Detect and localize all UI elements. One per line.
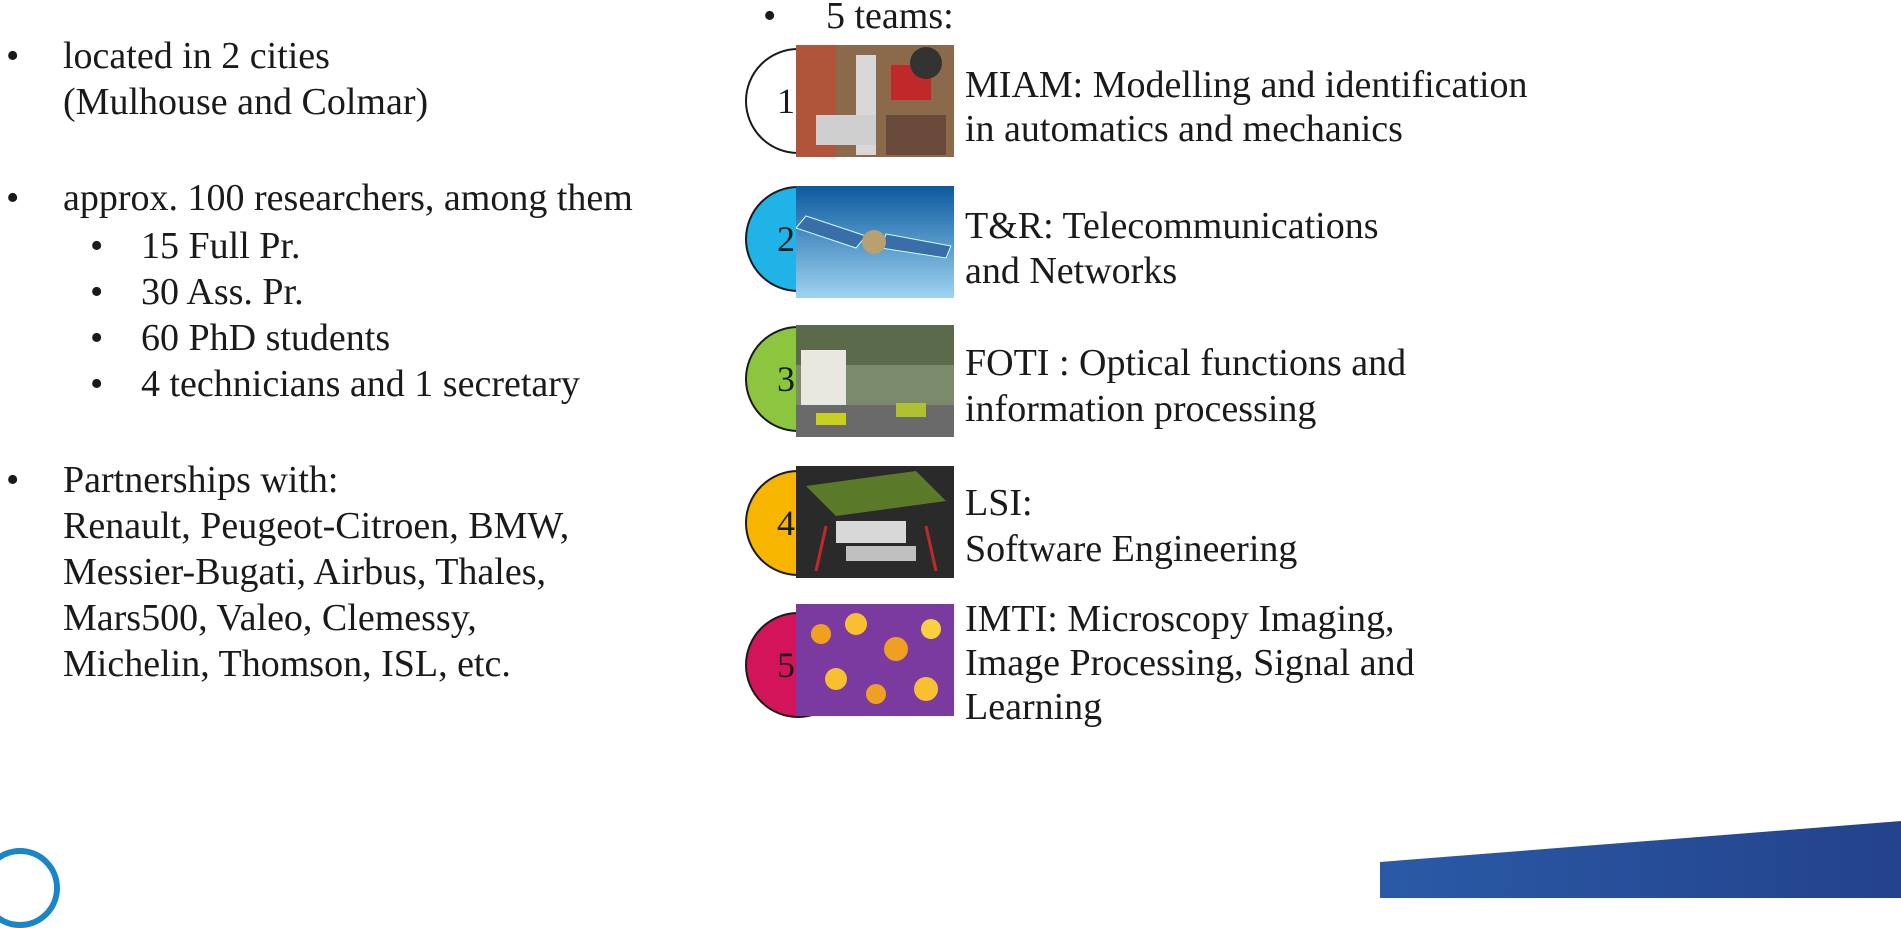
- sub-bullet-dot: •: [90, 225, 104, 267]
- microscopy-cells-image-icon: [796, 604, 954, 716]
- item-text: (Mulhouse and Colmar): [63, 81, 429, 123]
- sub-bullet-dot: •: [90, 271, 104, 313]
- team-name-line: information processing: [965, 388, 1317, 430]
- bullet-dot: •: [6, 177, 20, 219]
- sub-item-text: 30 Ass. Pr.: [141, 271, 304, 313]
- street-scene-photo-icon: [796, 325, 954, 437]
- team-name-line: FOTI : Optical functions and: [965, 342, 1407, 384]
- sub-bullet-dot: •: [90, 363, 104, 405]
- sub-bullet-dot: •: [90, 317, 104, 359]
- bullet-dot: •: [6, 35, 20, 77]
- corner-decoration: [1380, 818, 1901, 898]
- team-name-line: Learning: [965, 686, 1103, 728]
- team-name-line: IMTI: Microscopy Imaging,: [965, 598, 1395, 640]
- team-name-line: Software Engineering: [965, 528, 1298, 570]
- bullet-dot: •: [763, 0, 777, 37]
- item-text: Michelin, Thomson, ISL, etc.: [63, 643, 511, 685]
- item-text: Messier-Bugati, Airbus, Thales,: [63, 551, 546, 593]
- item-text: Mars500, Valeo, Clemessy,: [63, 597, 477, 639]
- team-name-line: Image Processing, Signal and: [965, 642, 1415, 684]
- team-name-line: in automatics and mechanics: [965, 108, 1403, 150]
- item-text: approx. 100 researchers, among them: [63, 177, 633, 219]
- team-name-line: T&R: Telecommunications: [965, 205, 1379, 247]
- item-text: Renault, Peugeot-Citroen, BMW,: [63, 505, 570, 547]
- team-name-line: and Networks: [965, 250, 1178, 292]
- sub-item-text: 4 technicians and 1 secretary: [141, 363, 580, 405]
- sub-item-text: 15 Full Pr.: [141, 225, 301, 267]
- sub-item-text: 60 PhD students: [141, 317, 391, 359]
- bullet-dot: •: [6, 459, 20, 501]
- satellite-photo-icon: [796, 186, 954, 298]
- robot-lab-photo-icon: [796, 45, 954, 157]
- team-name-line: LSI:: [965, 482, 1033, 524]
- logo-arc-icon: [0, 848, 60, 928]
- item-text: Partnerships with:: [63, 459, 339, 501]
- teams-heading: 5 teams:: [826, 0, 954, 37]
- team-name-line: MIAM: Modelling and identification: [965, 64, 1528, 106]
- software-diagram-image-icon: [796, 466, 954, 578]
- item-text: located in 2 cities: [63, 35, 330, 77]
